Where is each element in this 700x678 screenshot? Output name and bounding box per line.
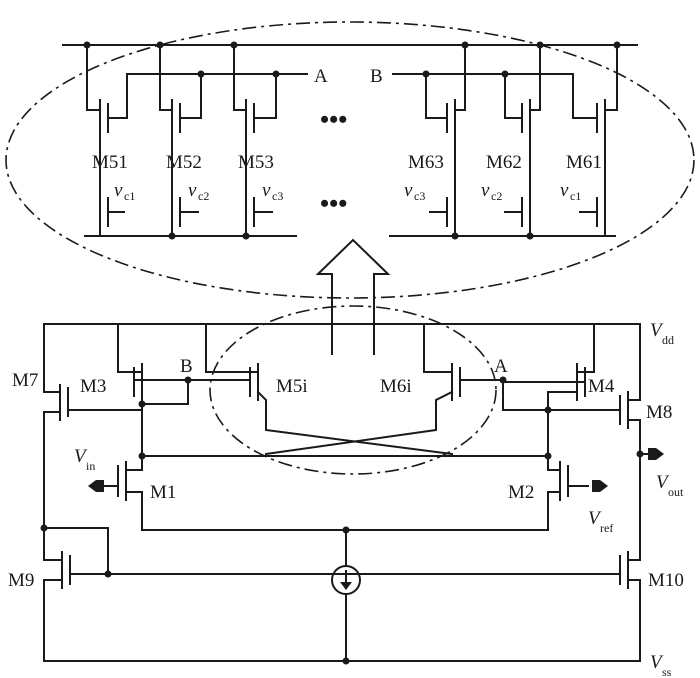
vin-sub: in <box>86 459 95 473</box>
vdd-sub: dd <box>662 333 674 347</box>
vc-m63-sub: c3 <box>414 189 425 203</box>
label-m10: M10 <box>648 570 684 591</box>
label-m9: M9 <box>8 570 34 591</box>
vc-m52-sub: c2 <box>198 189 209 203</box>
bottom-node-a-label: A <box>494 356 508 377</box>
transistor-m3 <box>117 323 189 457</box>
bottom-dash-ellipse <box>209 305 497 475</box>
vout-port-icon <box>648 448 664 460</box>
vref-label: V <box>588 508 602 529</box>
vc-m61: v <box>560 180 569 201</box>
bottom-node-b-label: B <box>180 356 193 377</box>
cell-m52 <box>159 44 202 237</box>
label-m63: M63 <box>408 152 444 173</box>
transistor-m7 <box>43 323 143 529</box>
vout-sub: out <box>668 485 684 499</box>
cell-m53 <box>233 44 277 237</box>
vc-m53: v <box>262 180 271 201</box>
vc-m53-sub: c3 <box>272 189 283 203</box>
label-m51: M51 <box>92 152 128 173</box>
transistor-m4 <box>502 323 595 471</box>
vss-label: V <box>650 652 664 673</box>
label-m52: M52 <box>166 152 202 173</box>
vss-sub: ss <box>662 665 672 678</box>
vc-m62-sub: c2 <box>491 189 502 203</box>
label-m3: M3 <box>80 376 106 397</box>
transistor-m2 <box>345 461 589 531</box>
vin-port-icon <box>88 480 104 492</box>
transistor-m10 <box>619 551 641 662</box>
label-m2: M2 <box>508 482 534 503</box>
transistor-m9 <box>43 527 621 662</box>
vc-m61-sub: c1 <box>570 189 581 203</box>
label-m7: M7 <box>12 370 38 391</box>
cell-m51 <box>86 44 128 237</box>
label-m8: M8 <box>646 402 672 423</box>
vdd-label: V <box>650 320 664 341</box>
vc-m63: v <box>404 180 413 201</box>
vc-m51-sub: c1 <box>124 189 135 203</box>
vc-m62: v <box>481 180 490 201</box>
current-source-icon <box>331 529 361 662</box>
transistor-m5i <box>187 323 454 456</box>
top-dash-ellipse <box>5 21 695 299</box>
vref-sub: ref <box>600 521 613 535</box>
label-m5i: M5i <box>276 376 308 397</box>
top-junction-dots <box>83 41 621 240</box>
vref-port-icon <box>592 480 608 492</box>
cell-m61 <box>572 44 618 237</box>
vc-m52: v <box>188 180 197 201</box>
cell-m62 <box>504 44 541 237</box>
label-m61: M61 <box>566 152 602 173</box>
label-m4: M4 <box>588 376 615 397</box>
label-m53: M53 <box>238 152 274 173</box>
label-m6i: M6i <box>380 376 412 397</box>
transistor-m8 <box>547 323 641 561</box>
top-node-a-label: A <box>314 66 328 87</box>
bottom-junction-dots <box>40 376 644 665</box>
top-ellipsis-upper: ••• <box>320 105 347 134</box>
vin-label: V <box>74 446 88 467</box>
expand-arrow <box>315 238 391 355</box>
vc-m51: v <box>114 180 123 201</box>
transistor-m1 <box>97 455 347 531</box>
top-ellipsis-lower: ••• <box>320 189 347 218</box>
vout-label: V <box>656 472 670 493</box>
cell-m63 <box>425 44 466 237</box>
top-node-b-label: B <box>370 66 383 87</box>
label-m62: M62 <box>486 152 522 173</box>
transistor-m6i <box>264 323 504 456</box>
label-m1: M1 <box>150 482 176 503</box>
